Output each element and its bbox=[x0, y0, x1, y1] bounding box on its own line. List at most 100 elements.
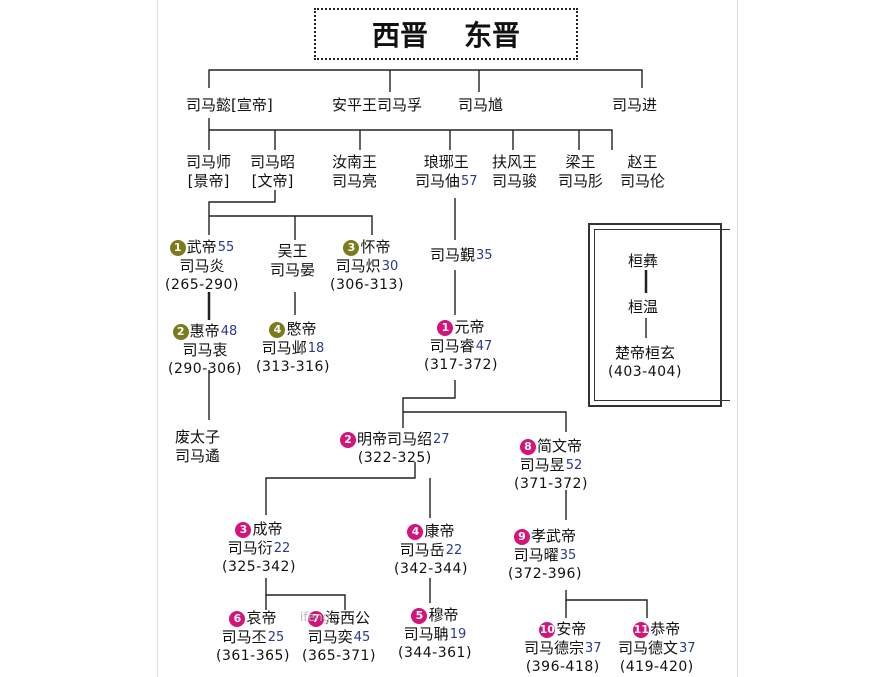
node-anping: 安平王司马孚 bbox=[332, 96, 423, 114]
badge-jianwen: 8 bbox=[519, 438, 536, 455]
badge-haixi: 7 bbox=[307, 610, 324, 627]
node-simayi: 司马懿[宣帝] bbox=[186, 96, 273, 114]
node-simajin2-age: 35 bbox=[476, 248, 493, 263]
node-huaidi-age: 30 bbox=[381, 259, 399, 274]
node-simazhao-name: 司马昭 bbox=[250, 153, 296, 171]
node-zhao: 赵王 司马伦 bbox=[620, 153, 665, 191]
node-huaidi-name: 司马炽 bbox=[335, 257, 381, 275]
node-liang-name: 司马肜 bbox=[558, 172, 604, 190]
node-huanxuan-name: 楚帝桓玄 bbox=[614, 344, 675, 362]
title-western-jin: 西晋 bbox=[371, 19, 428, 52]
node-gongdi-name: 司马德文 bbox=[618, 639, 679, 657]
node-gongdi-title: 恭帝 bbox=[650, 620, 681, 638]
node-fufeng: 扶风王 司马骏 bbox=[492, 153, 537, 191]
node-mindi-name: 司马邺 bbox=[261, 339, 307, 357]
node-wudi-title: 武帝 bbox=[186, 238, 217, 256]
node-simazhao-title: [文帝] bbox=[251, 172, 294, 190]
node-runan: 汝南王 司马亮 bbox=[332, 153, 377, 191]
node-liang-title: 梁王 bbox=[565, 153, 596, 171]
node-aidi-name: 司马丕 bbox=[221, 628, 267, 646]
node-andi-name: 司马德宗 bbox=[524, 639, 585, 657]
node-xiaowu-title: 孝武帝 bbox=[530, 527, 576, 545]
node-simajin: 司马进 bbox=[612, 96, 658, 114]
badge-huaidi: 3 bbox=[343, 239, 360, 256]
badge-wudi: 1 bbox=[169, 239, 186, 256]
badge-kangdi: 4 bbox=[407, 523, 424, 540]
node-simashi: 司马师 [景帝] bbox=[186, 153, 231, 191]
node-jianwen-years: (371-372) bbox=[514, 476, 588, 492]
node-mudi-name: 司马聃 bbox=[403, 625, 449, 643]
badge-aidi: 6 bbox=[229, 610, 246, 627]
node-langya-age: 57 bbox=[461, 174, 478, 189]
node-taizi-title: 废太子 bbox=[175, 428, 221, 446]
node-huaidi-title: 怀帝 bbox=[360, 238, 391, 256]
node-andi-age: 37 bbox=[585, 641, 602, 656]
node-xiaowu-name: 司马曜 bbox=[513, 546, 559, 564]
node-haixi-name: 司马奕 bbox=[307, 628, 353, 646]
node-huanxuan-years: (403-404) bbox=[608, 364, 682, 380]
node-taizi: 废太子 司马遹 bbox=[175, 428, 220, 466]
node-haixi-age: 45 bbox=[353, 630, 371, 645]
node-andi-years: (396-418) bbox=[525, 659, 600, 675]
node-gongdi-age: 37 bbox=[679, 641, 696, 656]
title-banner: 西晋 东晋 bbox=[314, 8, 578, 60]
node-chengdi-years: (325-342) bbox=[222, 559, 296, 575]
node-mingdi-years: (322-325) bbox=[357, 450, 432, 466]
node-jianwen-title: 简文帝 bbox=[536, 437, 582, 455]
node-haixi-title: 海西公 bbox=[324, 609, 370, 627]
node-mingdi-age: 27 bbox=[433, 432, 450, 447]
badge-mindi: 4 bbox=[269, 321, 286, 338]
node-liang: 梁王 司马肜 bbox=[558, 153, 603, 191]
badge-mingdi: 2 bbox=[340, 431, 356, 448]
node-langya-title: 琅琊王 bbox=[423, 153, 469, 171]
node-wuwang-title: 吴王 bbox=[277, 242, 308, 260]
title-eastern-jin: 东晋 bbox=[464, 19, 521, 52]
node-simazhao: 司马昭 [文帝] bbox=[250, 153, 295, 191]
node-simashi-title: [景帝] bbox=[187, 172, 230, 190]
node-gongdi: 11恭帝 司马德文37 (419-420) bbox=[618, 620, 696, 677]
node-wudi-years: (265-290) bbox=[165, 277, 239, 293]
node-huanyi: 桓彝 bbox=[628, 252, 659, 270]
node-jianwen-name: 司马昱 bbox=[519, 456, 565, 474]
node-huidi-name: 司马衷 bbox=[182, 341, 228, 359]
node-taizi-name: 司马遹 bbox=[175, 447, 221, 465]
node-huidi-age: 48 bbox=[220, 324, 238, 339]
badge-chengdi: 3 bbox=[235, 521, 252, 538]
node-andi-title: 安帝 bbox=[556, 620, 587, 638]
node-mudi-age: 19 bbox=[449, 627, 467, 642]
node-simakui: 司马馗 bbox=[458, 96, 504, 114]
node-yuandi-title: 元帝 bbox=[454, 318, 485, 336]
node-wudi-name: 司马炎 bbox=[179, 257, 225, 275]
node-fufeng-name: 司马骏 bbox=[492, 172, 538, 190]
badge-gongdi: 11 bbox=[633, 621, 650, 638]
node-simashi-name: 司马师 bbox=[186, 153, 232, 171]
badge-huidi: 2 bbox=[172, 323, 189, 340]
watermark: ifeng bbox=[300, 610, 331, 624]
node-wuwang-name: 司马晏 bbox=[270, 261, 316, 279]
node-huanwen: 桓温 bbox=[628, 298, 659, 316]
node-jianwen-age: 52 bbox=[565, 458, 583, 473]
node-chengdi-age: 22 bbox=[273, 541, 291, 556]
node-mindi-title: 愍帝 bbox=[286, 320, 317, 338]
node-aidi-age: 25 bbox=[267, 630, 285, 645]
node-runan-title: 汝南王 bbox=[332, 153, 378, 171]
node-haixi-years: (365-371) bbox=[302, 648, 376, 664]
node-fufeng-title: 扶风王 bbox=[492, 153, 538, 171]
node-mingdi-title: 明帝司马绍 bbox=[357, 430, 433, 448]
node-chengdi-title: 成帝 bbox=[252, 520, 283, 538]
node-kangdi-name: 司马岳 bbox=[399, 541, 445, 559]
node-mudi-title: 穆帝 bbox=[428, 606, 459, 624]
node-chengdi-name: 司马衍 bbox=[227, 539, 273, 557]
node-langya-name: 司马伷 bbox=[415, 172, 461, 190]
node-yuandi-years: (317-372) bbox=[424, 357, 498, 373]
node-xiaowu-years: (372-396) bbox=[508, 566, 582, 582]
